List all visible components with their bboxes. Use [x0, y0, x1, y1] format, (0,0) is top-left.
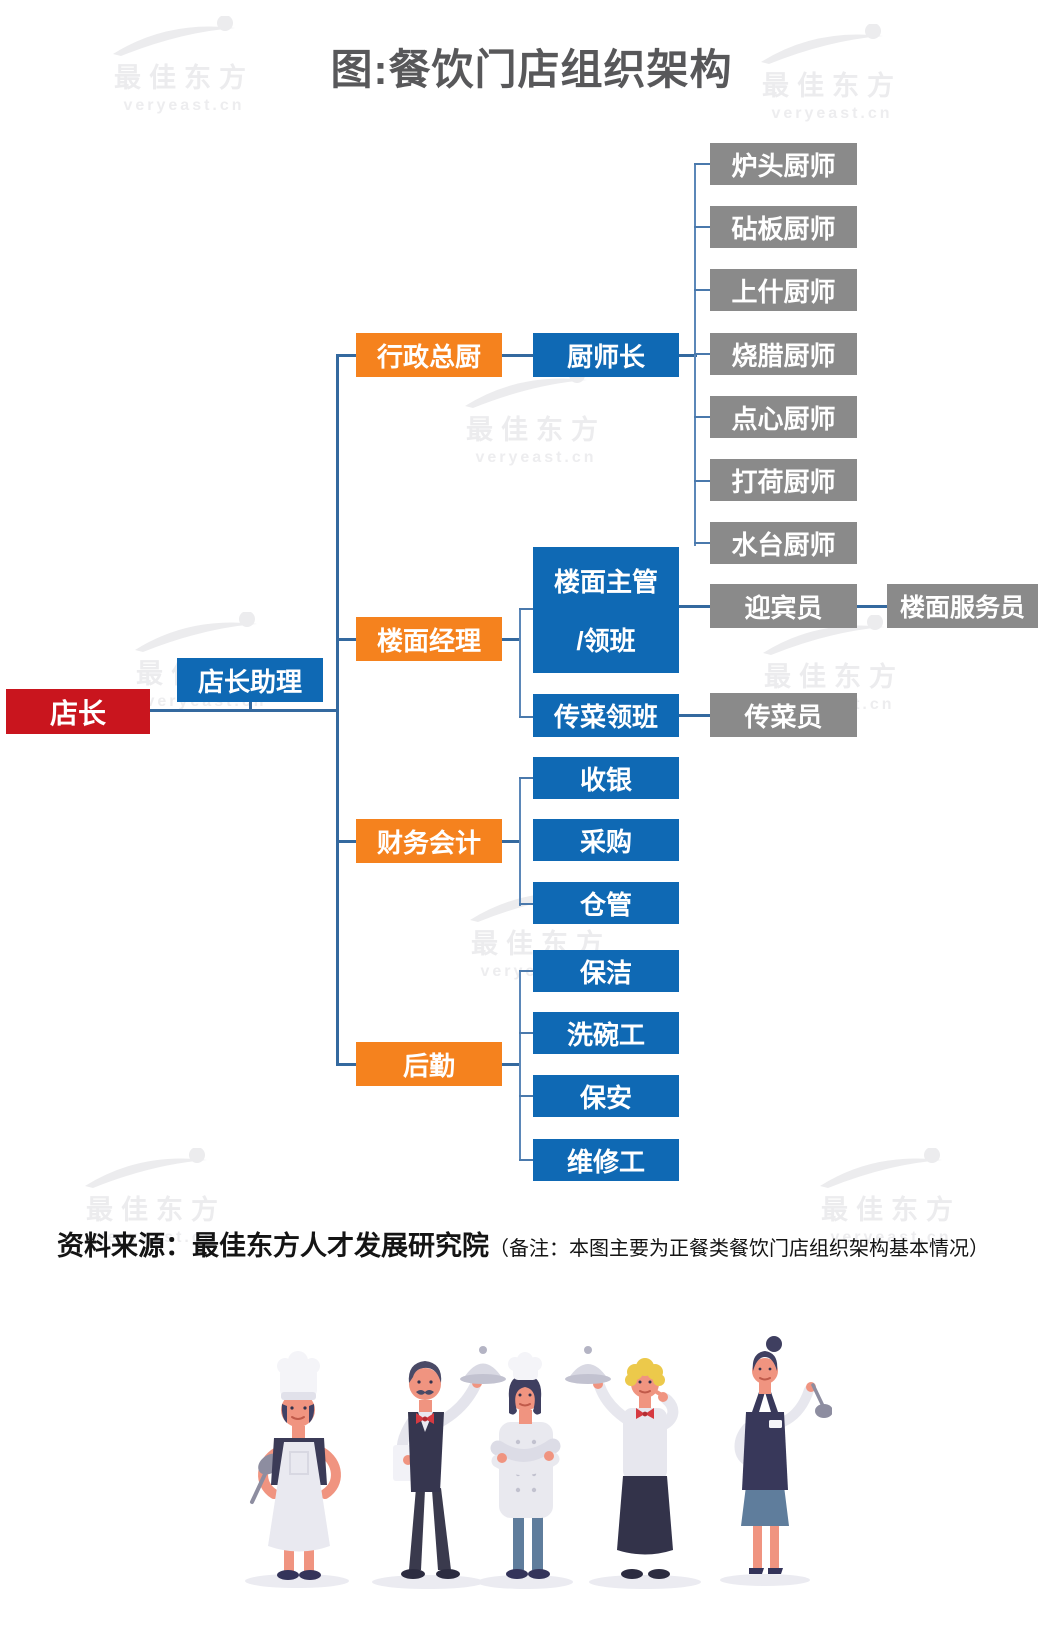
node-head-chef: 厨师长	[533, 333, 679, 377]
connector-line	[336, 1063, 358, 1066]
node-board-chef: 砧板厨师	[710, 206, 857, 248]
node-maintenance: 维修工	[533, 1139, 679, 1181]
connector-line	[519, 777, 533, 779]
connector-line	[336, 354, 358, 357]
connector-line	[336, 354, 339, 1066]
node-executive-chef: 行政总厨	[356, 333, 502, 377]
node-security: 保安	[533, 1075, 679, 1117]
node-store-manager: 店长	[6, 689, 150, 734]
connector-line	[150, 709, 338, 712]
floor-supervisor-line1: 楼面主管	[553, 567, 658, 597]
connector-line	[502, 1063, 521, 1066]
connector-line	[336, 638, 358, 641]
connector-line	[679, 714, 710, 717]
connector-line	[519, 903, 533, 905]
node-finance: 财务会计	[356, 819, 502, 863]
connector-line	[694, 353, 710, 355]
figure-waitress-with-ladle	[734, 1336, 832, 1574]
connector-line	[519, 1095, 533, 1097]
connector-line	[519, 608, 521, 718]
node-cleaning: 保洁	[533, 950, 679, 992]
connector-line	[502, 354, 533, 357]
source-note: 资料来源：最佳东方人才发展研究院 （备注：本图主要为正餐类餐饮门店组织架构基本情…	[57, 1224, 989, 1263]
connector-line	[249, 700, 252, 711]
cloche-swoosh-icon	[135, 612, 257, 652]
figure-chef-with-ladle	[250, 1351, 341, 1580]
node-greeter: 迎宾员	[710, 584, 857, 628]
node-dimsum-chef: 点心厨师	[710, 396, 857, 438]
connector-line	[679, 605, 710, 608]
node-floor-server: 楼面服务员	[887, 584, 1038, 628]
page-title: 图:餐饮门店组织架构	[330, 46, 733, 93]
node-prep-chef: 打荷厨师	[710, 459, 857, 501]
node-veg-chef: 上什厨师	[710, 269, 857, 311]
node-floor-supervisor: 楼面主管 /领班	[533, 547, 679, 673]
figure-waiter-with-cloche	[393, 1346, 506, 1579]
node-warehouse: 仓管	[533, 882, 679, 924]
connector-line	[502, 840, 521, 843]
connector-line	[679, 354, 697, 357]
connector-line	[857, 605, 887, 608]
cloche-swoosh-icon	[820, 1148, 942, 1188]
node-purchasing: 采购	[533, 819, 679, 861]
connector-line	[519, 777, 521, 906]
connector-line	[694, 163, 710, 165]
connector-line	[519, 1032, 533, 1034]
node-cashier: 收银	[533, 757, 679, 799]
connector-line	[519, 1159, 533, 1161]
node-dishwasher: 洗碗工	[533, 1012, 679, 1054]
figure-female-chef	[490, 1352, 561, 1579]
node-bbq-chef: 烧腊厨师	[710, 333, 857, 375]
connector-line	[519, 716, 533, 718]
connector-line	[694, 416, 710, 418]
figure-blond-waiter	[565, 1346, 679, 1579]
watermark: 最佳东方 veryeast.cn	[460, 368, 612, 467]
node-logistics: 后勤	[356, 1042, 502, 1086]
node-floor-manager: 楼面经理	[356, 617, 502, 661]
connector-line	[694, 289, 710, 291]
connector-line	[694, 542, 710, 544]
connector-line	[519, 970, 533, 972]
connector-line	[694, 480, 710, 482]
connector-line	[694, 226, 710, 228]
connector-line	[502, 638, 521, 641]
source-main-text: 资料来源：最佳东方人才发展研究院	[57, 1231, 489, 1261]
source-remark-text: （备注：本图主要为正餐类餐饮门店组织架构基本情况）	[489, 1238, 989, 1260]
node-food-runner: 传菜员	[710, 693, 857, 737]
node-wok-chef: 炉头厨师	[710, 143, 857, 185]
node-runner-captain: 传菜领班	[533, 694, 679, 737]
staff-illustration	[245, 1336, 832, 1589]
connector-line	[519, 608, 533, 610]
node-assistant-manager: 店长助理	[177, 658, 323, 702]
connector-line	[336, 840, 358, 843]
node-watertable-chef: 水台厨师	[710, 522, 857, 564]
floor-supervisor-line2: /领班	[576, 626, 636, 656]
connector-line	[519, 970, 521, 1161]
cloche-swoosh-icon	[85, 1148, 207, 1188]
